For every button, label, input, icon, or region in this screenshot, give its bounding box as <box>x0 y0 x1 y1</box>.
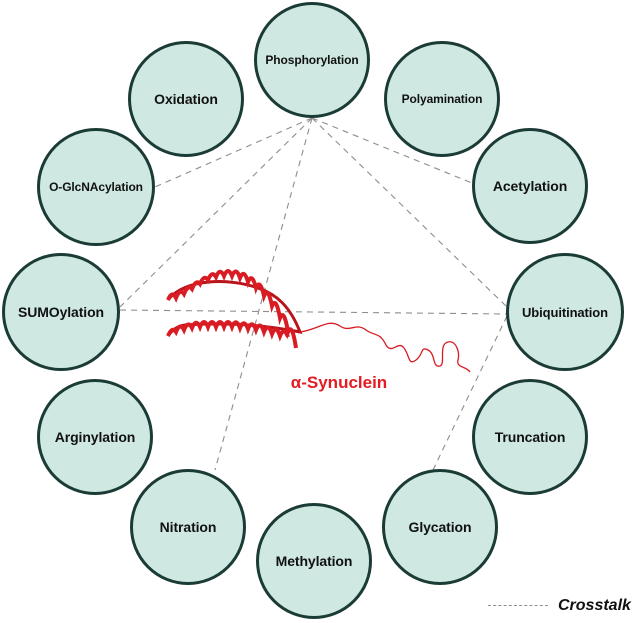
alpha-synuclein-label: α-Synuclein <box>290 373 388 392</box>
o-glcnacylation-label: O-GlcNAcylation <box>49 180 143 194</box>
oxidation-label: Oxidation <box>154 91 218 107</box>
alpha-synuclein-disordered-tail <box>299 322 471 373</box>
crosstalk-legend-label: Crosstalk <box>558 597 631 614</box>
ubiquitination-node: Ubiquitination <box>506 253 624 371</box>
nitration-node: Nitration <box>130 469 246 585</box>
ubiquitination-label: Ubiquitination <box>522 304 608 320</box>
acetylation-node: Acetylation <box>472 128 588 244</box>
o-glcnacylation-node: O-GlcNAcylation <box>37 128 155 246</box>
truncation-node: Truncation <box>472 379 588 495</box>
polyamination-label: Polyamination <box>401 92 483 106</box>
truncation-label: Truncation <box>494 429 566 445</box>
link-phosphorylation-nitration <box>214 117 313 471</box>
crosstalk-legend-line <box>488 605 548 606</box>
legend: Crosstalk <box>488 597 638 617</box>
acetylation-label: Acetylation <box>492 178 568 194</box>
oxidation-node: Oxidation <box>128 41 244 157</box>
methylation-label: Methylation <box>275 553 353 569</box>
alpha-synuclein-helix-coil-upper <box>166 269 298 349</box>
phosphorylation-node: Phosphorylation <box>254 2 370 118</box>
alpha-synuclein-structure <box>166 269 471 373</box>
link-sumoylation-ubiquitination <box>119 309 508 315</box>
arginylation-label: Arginylation <box>54 429 136 445</box>
alpha-synuclein-helix-backbone <box>166 280 303 337</box>
methylation-node: Methylation <box>256 503 372 619</box>
glycation-label: Glycation <box>408 519 472 535</box>
alpha-synuclein-helix-coil-lower <box>166 320 290 342</box>
nitration-label: Nitration <box>159 519 217 535</box>
sumoylation-label: SUMOylation <box>17 304 105 320</box>
phosphorylation-label: Phosphorylation <box>265 53 359 67</box>
glycation-node: Glycation <box>382 469 498 585</box>
sumoylation-node: SUMOylation <box>2 253 120 371</box>
polyamination-node: Polyamination <box>384 41 500 157</box>
arginylation-node: Arginylation <box>37 379 153 495</box>
